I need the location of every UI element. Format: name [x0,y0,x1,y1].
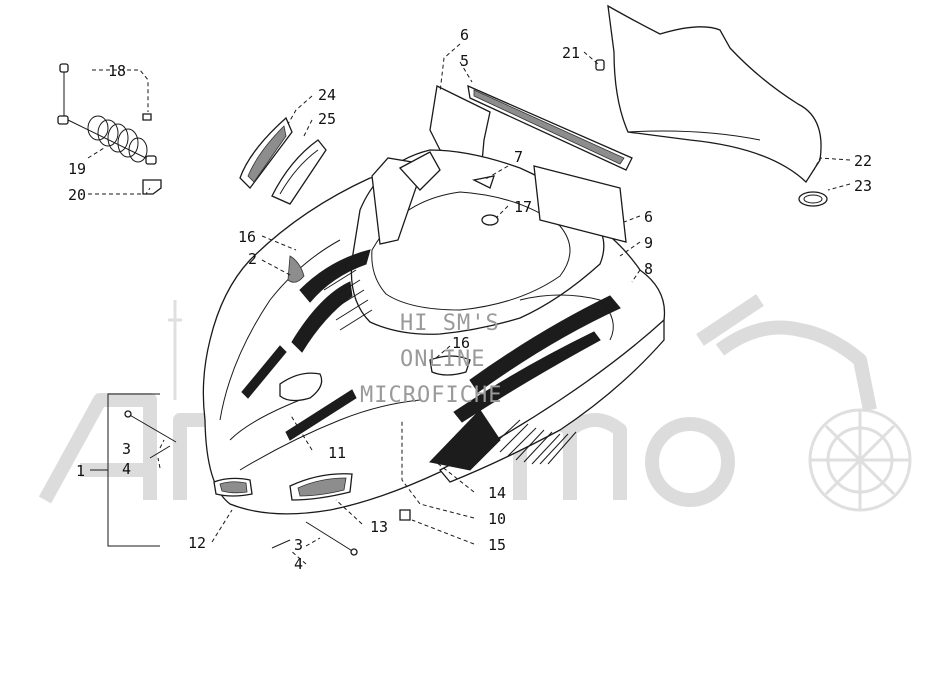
callout-3-bottom: 3 [294,536,303,554]
callout-24: 24 [318,86,336,104]
windshield [595,4,828,207]
starter-handle-assembly [57,63,162,195]
callout-labels: 18 19 20 24 25 6 5 21 22 23 7 17 6 9 8 1… [68,26,872,573]
trim-strip-5 [467,84,633,171]
callout-15: 15 [488,536,506,554]
callout-5: 5 [460,52,469,70]
callout-12: 12 [188,534,206,552]
callout-6-right: 6 [644,208,653,226]
leader-lines [87,43,851,565]
callout-14: 14 [488,484,506,502]
watermark-line-1: HI SM'S [400,311,500,336]
callout-1: 1 [76,462,85,480]
callout-4-bottom: 4 [294,555,303,573]
motorcycle-watermark-icon [696,294,912,512]
text-watermark: HI SM'S ONLINE MICROFICHE [360,311,502,408]
hood-lettering [241,345,357,441]
callout-19: 19 [68,160,86,178]
callout-8: 8 [644,260,653,278]
callout-16-left: 16 [238,228,256,246]
callout-18: 18 [108,62,126,80]
callout-20: 20 [68,186,86,204]
callout-22: 22 [854,152,872,170]
hood-pins [124,410,411,556]
watermark-line-3: MICROFICHE [360,383,502,408]
callout-13: 13 [370,518,388,536]
callout-23: 23 [854,177,872,195]
callout-9: 9 [644,234,653,252]
side-vent-decals [239,116,327,205]
callout-6-top: 6 [460,26,469,44]
callout-10: 10 [488,510,506,528]
callout-25: 25 [318,110,336,128]
callout-11: 11 [328,444,346,462]
callout-4-left: 4 [122,460,131,478]
watermark-line-2: ONLINE [400,347,485,372]
callout-17: 17 [514,198,532,216]
callout-21: 21 [562,44,580,62]
hood-assembly [202,149,666,515]
callout-16-center: 16 [452,334,470,352]
callout-3-left: 3 [122,440,131,458]
callout-2: 2 [248,250,257,268]
callout-7: 7 [514,148,523,166]
